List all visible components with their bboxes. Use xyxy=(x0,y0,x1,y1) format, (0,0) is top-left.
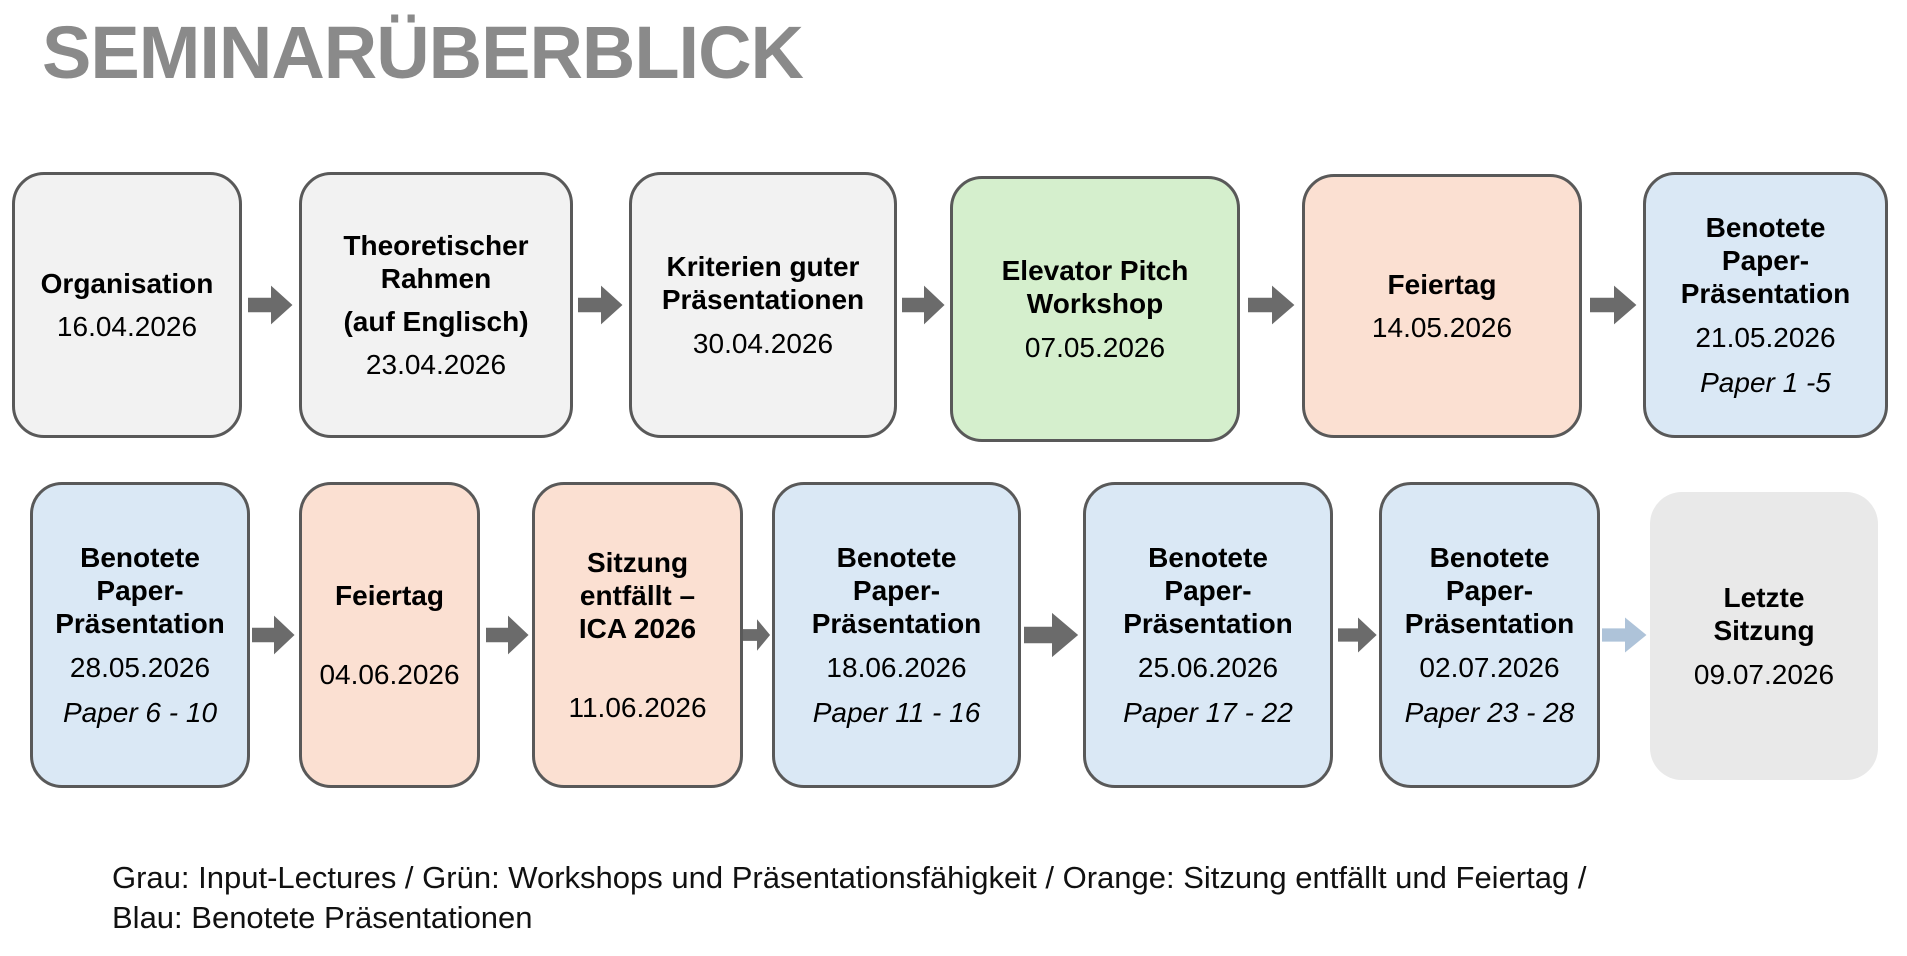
paper-range: Paper 1 -5 xyxy=(1700,366,1831,398)
session-date: 07.05.2026 xyxy=(1024,331,1166,363)
session-box-letzte-sitzung: Letzte Sitzung 09.07.2026 xyxy=(1650,492,1878,780)
session-title: Feiertag xyxy=(335,579,444,611)
session-date: 02.07.2026 xyxy=(1419,651,1560,683)
session-box-sitzung-entfaellt: Sitzung entfällt – ICA 2026 11.06.2026 xyxy=(532,482,743,788)
session-title: Benotete Paper-Präsentation xyxy=(811,542,982,640)
paper-range: Paper 17 - 22 xyxy=(1123,696,1293,728)
session-box-theoretischer-rahmen: Theoretischer Rahmen (auf Englisch) 23.0… xyxy=(299,172,573,438)
paper-range: Paper 11 - 16 xyxy=(812,696,981,728)
session-box-paper-23-28: Benotete Paper-Präsentation 02.07.2026 P… xyxy=(1379,482,1600,788)
session-date: 14.05.2026 xyxy=(1371,312,1513,343)
session-title: Benotete Paper-Präsentation xyxy=(55,542,225,640)
session-title: Letzte Sitzung xyxy=(1713,582,1815,647)
color-legend: Grau: Input-Lectures / Grün: Workshops u… xyxy=(112,858,1812,939)
paper-range: Paper 6 - 10 xyxy=(62,696,218,728)
session-title: Benotete Paper-Präsentation xyxy=(1123,542,1293,640)
session-box-feiertag-mai: Feiertag 14.05.2026 xyxy=(1302,174,1582,438)
arrow-right-icon xyxy=(1024,611,1080,659)
session-title: Kriterien guter Präsentationen xyxy=(661,251,865,316)
session-box-paper-1-5: Benotete Paper-Präsentation 21.05.2026 P… xyxy=(1643,172,1888,438)
paper-range: Paper 23 - 28 xyxy=(1404,696,1575,728)
arrow-right-icon xyxy=(252,614,296,656)
session-date: 23.04.2026 xyxy=(365,349,507,381)
arrow-right-icon xyxy=(1338,616,1378,654)
session-title: Organisation xyxy=(40,267,214,299)
session-date: 25.06.2026 xyxy=(1137,651,1279,683)
session-box-feiertag-juni: Feiertag 04.06.2026 xyxy=(299,482,480,788)
legend-line-2: Blau: Benotete Präsentationen xyxy=(112,900,533,936)
session-title: Benotete Paper-Präsentation xyxy=(1404,542,1575,640)
session-date: 16.04.2026 xyxy=(56,311,198,342)
session-box-paper-17-22: Benotete Paper-Präsentation 25.06.2026 P… xyxy=(1083,482,1333,788)
arrow-right-icon xyxy=(1248,284,1296,326)
arrow-right-icon xyxy=(248,284,294,326)
session-box-paper-11-16: Benotete Paper-Präsentation 18.06.2026 P… xyxy=(772,482,1021,788)
session-box-paper-6-10: Benotete Paper-Präsentation 28.05.2026 P… xyxy=(30,482,250,788)
arrow-right-icon xyxy=(743,618,771,652)
session-date: 04.06.2026 xyxy=(319,659,460,690)
session-subtitle: (auf Englisch) xyxy=(343,306,529,337)
session-date: 11.06.2026 xyxy=(568,692,707,724)
arrow-right-icon xyxy=(1602,616,1648,654)
arrow-right-icon xyxy=(486,614,530,656)
session-title: Theoretischer Rahmen xyxy=(343,229,529,294)
session-date: 18.06.2026 xyxy=(826,651,967,683)
session-box-organisation: Organisation 16.04.2026 xyxy=(12,172,242,438)
arrow-right-icon xyxy=(902,284,946,326)
session-date: 21.05.2026 xyxy=(1695,321,1836,353)
session-box-elevator-pitch: Elevator Pitch Workshop 07.05.2026 xyxy=(950,176,1240,442)
session-date: 09.07.2026 xyxy=(1693,658,1835,690)
arrow-right-icon xyxy=(1590,284,1638,326)
page-title: SEMINARÜBERBLICK xyxy=(42,11,804,94)
session-date: 30.04.2026 xyxy=(692,327,834,359)
arrow-right-icon xyxy=(578,284,624,326)
session-title: Elevator Pitch Workshop xyxy=(1001,255,1189,320)
session-date: 28.05.2026 xyxy=(69,651,211,683)
legend-line-1: Grau: Input-Lectures / Grün: Workshops u… xyxy=(112,860,1587,895)
session-title: Sitzung entfällt – ICA 2026 xyxy=(578,546,697,644)
session-title: Feiertag xyxy=(1387,268,1497,300)
session-title: Benotete Paper-Präsentation xyxy=(1680,212,1851,310)
session-box-kriterien: Kriterien guter Präsentationen 30.04.202… xyxy=(629,172,897,438)
